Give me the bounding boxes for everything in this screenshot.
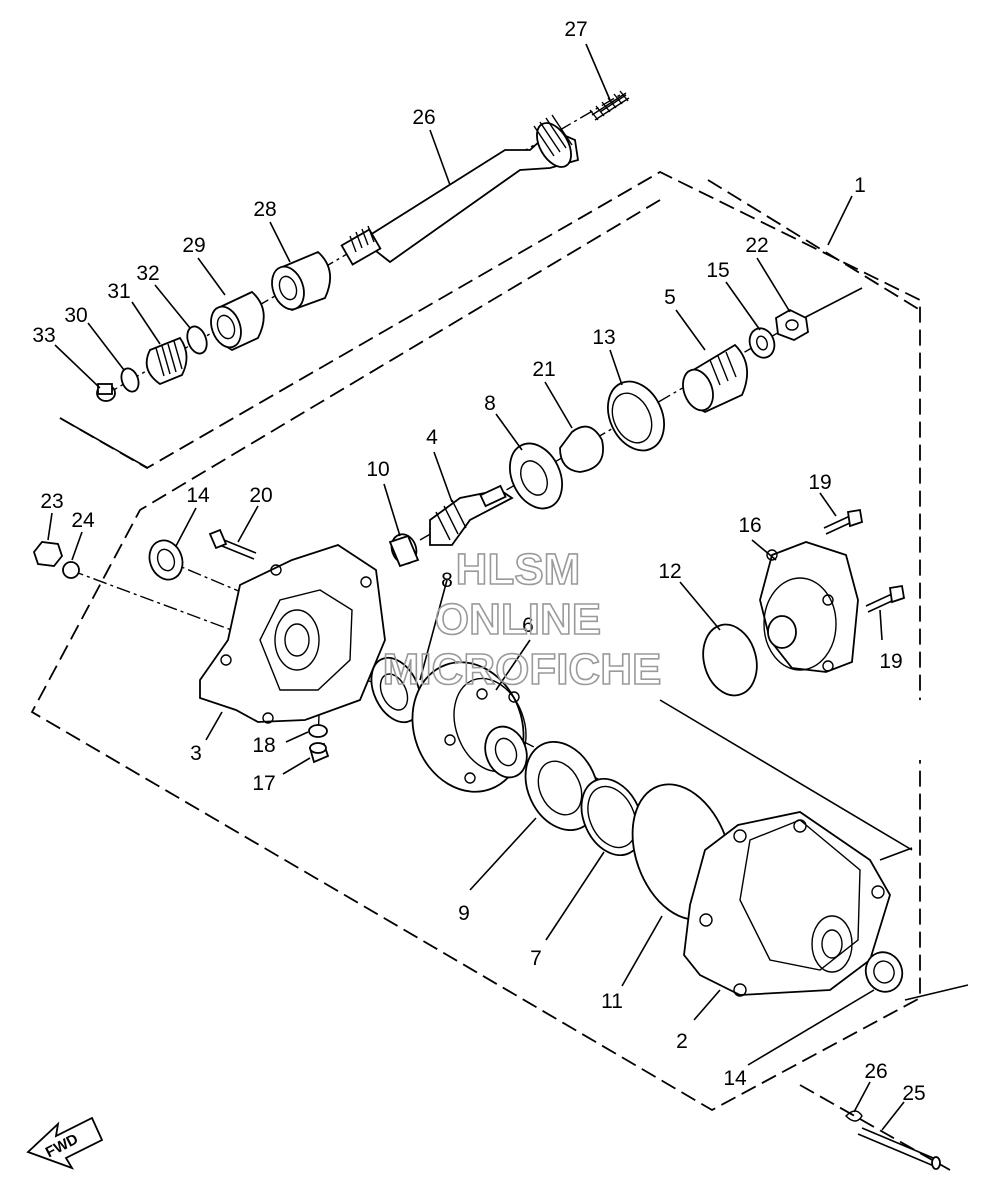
callout-28: 27	[564, 18, 587, 41]
callout-9: 9	[458, 902, 470, 925]
callout-7: 7	[530, 947, 542, 970]
part-19-bolt	[823, 508, 864, 535]
part-24-washer	[62, 561, 80, 579]
part-28-spring	[589, 90, 630, 121]
part-14-oil-seal	[148, 539, 184, 581]
connector-line	[659, 699, 913, 851]
callout-33: 32	[136, 262, 159, 285]
callout-3: 3	[190, 742, 202, 765]
part-26-clip	[845, 1110, 863, 1122]
callout-5: 5	[664, 286, 676, 309]
callout-8-top: 8	[484, 392, 496, 415]
part-23-drain-bolt	[32, 541, 64, 567]
part-4-pinion-gear	[429, 484, 514, 546]
part-14-oil-seal	[864, 951, 904, 993]
part-27-drive-shaft	[340, 114, 580, 266]
part-15-washer	[748, 327, 776, 359]
callout-11: 11	[601, 990, 623, 1013]
fwd-arrow-icon: FWD	[26, 1116, 104, 1170]
lower-group-outline	[707, 179, 921, 311]
callout-30: 29	[182, 234, 205, 257]
part-20-bolt	[208, 528, 257, 560]
callout-19-bottom: 19	[879, 650, 902, 673]
part-18-washer	[308, 724, 328, 738]
centre-line	[419, 319, 801, 541]
callout-14-left: 14	[186, 484, 210, 507]
watermark-line-3: MICROFICHE	[383, 645, 662, 694]
callout-10: 10	[366, 458, 389, 481]
callout-34: 33	[32, 324, 55, 347]
callout-17: 17	[252, 772, 275, 795]
callout-29: 28	[253, 198, 276, 221]
part-5-coupling	[682, 343, 749, 413]
watermark-line-2: ONLINE	[435, 595, 601, 644]
callout-21: 21	[532, 358, 555, 381]
callout-24: 24	[71, 509, 95, 532]
callout-15: 15	[706, 259, 729, 282]
callout-13: 13	[592, 326, 615, 349]
part-25-pin	[857, 1127, 941, 1170]
watermark: HLSM ONLINE MICROFICHE	[382, 544, 662, 695]
callout-1: 1	[854, 174, 866, 197]
part-3-housing	[199, 544, 386, 724]
watermark-line-1: HLSM	[456, 545, 581, 594]
part-34-plug	[96, 383, 116, 402]
part-29-bearing	[271, 250, 332, 311]
upper-group-outline	[59, 170, 921, 700]
callout-32: 31	[107, 280, 130, 303]
connector-line	[799, 287, 863, 321]
part-13-oil-seal	[607, 380, 665, 452]
callout-31: 30	[64, 304, 87, 327]
callout-22: 22	[745, 234, 768, 257]
callout-27: 26	[412, 106, 435, 129]
part-33-circlip	[186, 325, 208, 355]
callout-16: 16	[738, 514, 761, 537]
part-10-bearing	[388, 533, 420, 568]
part-31-circlip	[120, 367, 140, 393]
part-6-ring-gear	[411, 661, 528, 793]
callout-2: 2	[676, 1030, 688, 1053]
callout-19-top: 19	[808, 471, 831, 494]
callout-8-lower: 8	[441, 569, 453, 592]
connector-line	[879, 847, 913, 861]
part-12-o-ring	[702, 623, 758, 697]
part-22-nut	[775, 308, 809, 341]
part-30-bearing	[210, 290, 265, 352]
part-17-plug	[308, 742, 330, 764]
callout-18: 18	[252, 734, 275, 757]
callout-6: 6	[522, 614, 534, 637]
callout-26: 26	[864, 1060, 887, 1083]
part-2-housing	[683, 811, 891, 997]
callout-23: 23	[40, 490, 63, 513]
part-19-bolt	[865, 584, 906, 613]
part-32-needle-bearing	[145, 336, 188, 386]
pin-group-outline	[799, 1084, 951, 1171]
callout-25: 25	[902, 1082, 925, 1105]
connector-line	[59, 417, 149, 469]
part-16-cover	[759, 541, 859, 673]
part-8-bearing	[509, 442, 563, 510]
callout-14-right: 14	[723, 1067, 747, 1090]
part-8-bearing	[370, 656, 422, 724]
leader-lines	[47, 43, 905, 1131]
callout-20: 20	[249, 484, 272, 507]
callout-4: 4	[426, 426, 438, 449]
part-21-circlip	[559, 425, 604, 473]
part-9-bearing	[524, 741, 600, 831]
lower-group-outline-2	[30, 199, 921, 1112]
connector-line	[904, 984, 969, 1001]
callout-12: 12	[658, 560, 681, 583]
